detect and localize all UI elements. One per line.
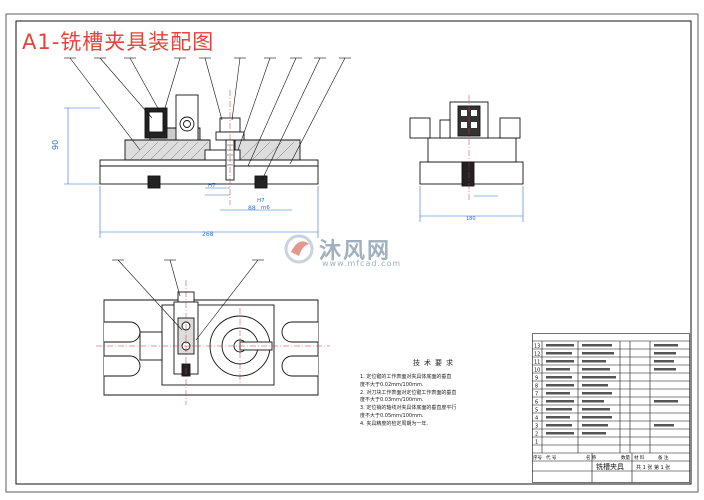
parts-row-number: 7 [535, 392, 538, 398]
sheet-inner-border [15, 20, 692, 485]
dim-fit-h7-upper: H7 [208, 183, 216, 189]
parts-row-number: 12 [534, 352, 540, 358]
parts-row-number: 8 [535, 384, 538, 390]
side-view-dimensions [419, 186, 524, 222]
parts-row-number: 11 [534, 360, 540, 366]
parts-row-number: 4 [535, 416, 538, 422]
parts-row-number: 5 [535, 408, 538, 414]
parts-header-col: 代 号 [546, 454, 557, 461]
watermark-url: www.mfcad.com [322, 259, 402, 268]
title-block-part-name: 铣槽夹具 [596, 462, 624, 471]
parts-header-col: 数量 [621, 454, 630, 461]
parts-row-number: 1 [535, 440, 538, 446]
parts-row-number: 9 [535, 376, 538, 382]
parts-header-col: 材 料 [634, 454, 645, 461]
technical-requirement-line: 度不大于0.02mm/100mm. [360, 381, 424, 388]
technical-requirements: 技术要求 1. 定位键的工作表面对夹具体底面的垂直 度不大于0.02mm/100… [360, 358, 510, 429]
drawing-title: A1-铣槽夹具装配图 [22, 30, 215, 54]
technical-requirement-line: 3. 定位销的轴线对夹具体底面的垂直度平行 [360, 405, 457, 412]
technical-requirement-line: 4. 夹具精度的检定周期为一年. [360, 420, 428, 427]
title-block-sheet-info: 共 1 张 第 1 张 [636, 464, 670, 471]
front-view-dimensions [64, 107, 319, 238]
watermark: 沐风网 www.mfcad.com [282, 230, 432, 270]
technical-requirement-line: 2. 对刀块工作表面对定位键工作表面的垂直 [360, 389, 457, 396]
technical-requirement-line: 度不大于0.05mm/100mm. [360, 412, 424, 419]
watermark-logo-icon [284, 234, 314, 264]
parts-row-number: 6 [535, 400, 538, 406]
technical-requirements-title: 技术要求 [413, 359, 457, 367]
parts-header-col: 名 称 [586, 454, 597, 461]
top-view-leaders [112, 259, 264, 341]
watermark-brand: 沐风网 [319, 239, 392, 264]
dim-height-left: 90 [51, 140, 60, 150]
dim-side-width: 180 [466, 216, 476, 222]
dim-268: 268 [202, 231, 214, 238]
dim-fit-m6: m6 [261, 205, 270, 211]
parts-row-number: 13 [534, 344, 540, 350]
parts-row-number: 10 [534, 368, 540, 374]
dim-88: 88 [248, 205, 256, 212]
parts-list-title-block: 13 12 11 10 9 8 7 6 5 4 3 2 1 序号 代 号 名 称… [532, 333, 690, 483]
side-view [409, 95, 524, 200]
technical-requirement-line: 度不大于0.03mm/100mm. [360, 397, 424, 404]
dim-fit-h7-lower: H7 [257, 198, 265, 204]
top-view [96, 280, 330, 405]
parts-row-number: 3 [535, 424, 538, 430]
front-section-view [99, 90, 319, 205]
sheet-outer-border [5, 13, 699, 493]
technical-requirement-line: 1. 定位键的工作表面对夹具体底面的垂直 [360, 374, 452, 380]
parts-header-col: 备 注 [658, 454, 669, 461]
parts-header-col: 序号 [533, 454, 542, 461]
front-view-leaders [69, 57, 346, 181]
parts-row-number: 2 [535, 432, 538, 438]
